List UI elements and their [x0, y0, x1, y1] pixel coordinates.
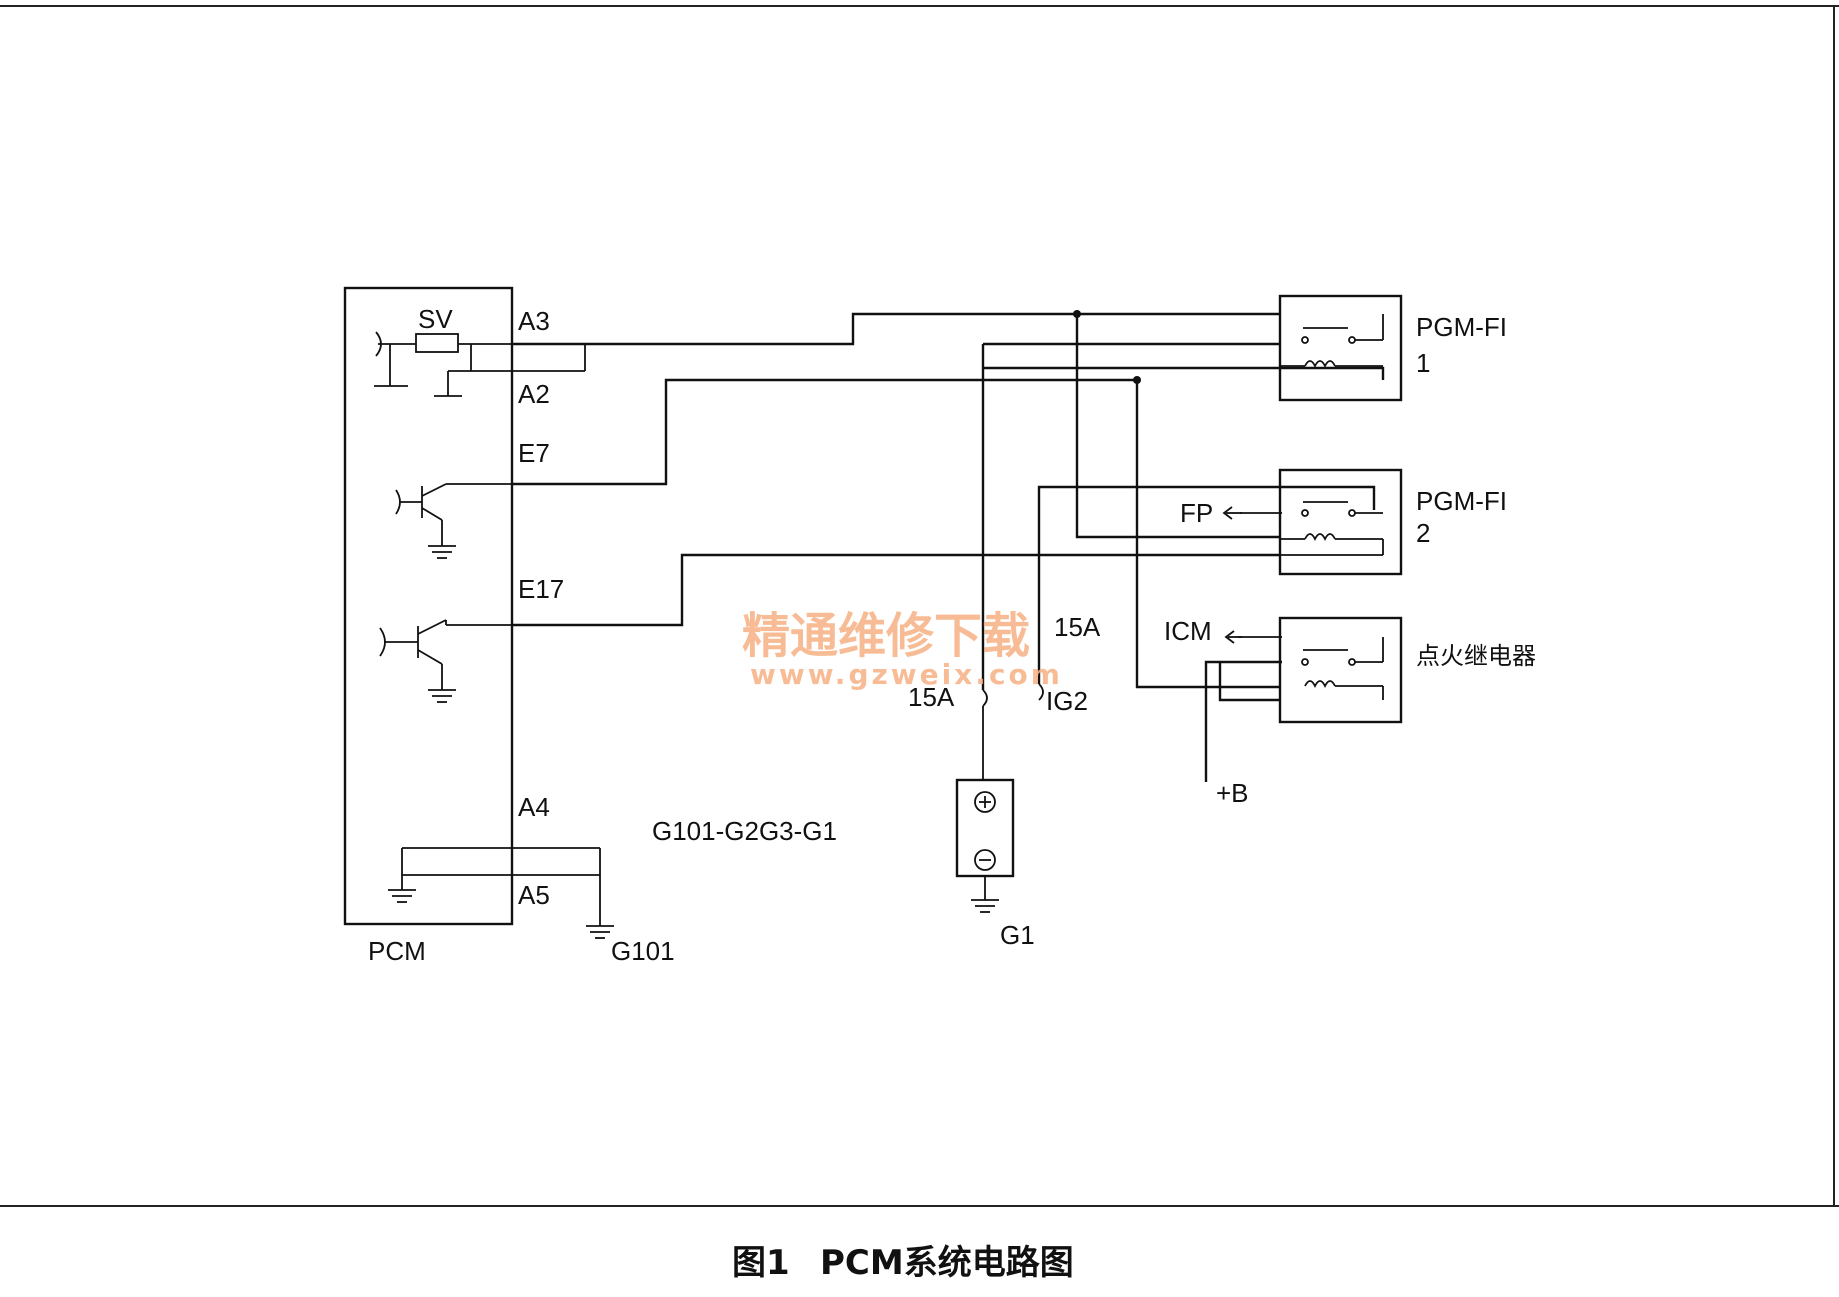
- label-icm: ICM: [1164, 616, 1212, 646]
- label-e17: E17: [518, 574, 564, 604]
- label-relay3-name: 点火继电器: [1416, 642, 1536, 670]
- label-fuse-left: 15A: [908, 682, 955, 712]
- relay-pgm-fi-2: [1278, 468, 1403, 576]
- label-a4: A4: [518, 792, 550, 822]
- fuse-15a-left: [982, 689, 988, 780]
- pcm-ground-wiring: [388, 847, 614, 939]
- junction-dots: [1073, 310, 1141, 384]
- transistor-e17: [379, 619, 512, 703]
- label-relay1-name: PGM-FI: [1416, 312, 1507, 342]
- watermark-text: 精通维修下载: [742, 608, 1030, 664]
- label-g1: G1: [1000, 920, 1035, 950]
- label-fuse-right: 15A: [1054, 612, 1101, 642]
- watermark: 精通维修下载 www.gzweix.com: [742, 608, 1063, 691]
- figure-caption: 图1 PCM系统电路图: [732, 1243, 1074, 1283]
- fp-arrow-icon: [1222, 506, 1242, 520]
- transistor-e7: [395, 483, 512, 559]
- watermark-url: www.gzweix.com: [750, 658, 1063, 691]
- page-frame: [0, 5, 1839, 1207]
- relay-ignition: [1278, 616, 1403, 724]
- pcm-module: [343, 286, 514, 926]
- label-relay1-num: 1: [1416, 348, 1430, 378]
- label-pcm: PCM: [368, 936, 426, 966]
- label-a2: A2: [518, 379, 550, 409]
- caption-title: PCM系统电路图: [820, 1243, 1074, 1283]
- label-ig2: IG2: [1046, 686, 1088, 716]
- fuse-15a-ig2: [1038, 683, 1044, 701]
- label-ground-path: G101-G2G3-G1: [652, 816, 837, 846]
- label-relay2-name: PGM-FI: [1416, 486, 1507, 516]
- label-a5: A5: [518, 880, 550, 910]
- relay-pgm-fi-1: [1278, 294, 1403, 402]
- label-relay2-num: 2: [1416, 518, 1430, 548]
- signal-wires: [512, 312, 1385, 782]
- label-fp: FP: [1180, 498, 1213, 528]
- labels: SV A3 A2 E7 E17 A4 A5 PCM G101 G101-G2G3…: [368, 304, 1536, 966]
- label-plus-b: +B: [1216, 778, 1249, 808]
- label-a3: A3: [518, 306, 550, 336]
- sv-solenoid: [374, 331, 586, 397]
- label-g101: G101: [611, 936, 675, 966]
- label-e7: E7: [518, 438, 550, 468]
- label-sv: SV: [418, 304, 453, 334]
- caption-figure: 图1: [732, 1243, 790, 1283]
- battery: [955, 778, 1015, 913]
- icm-arrow-icon: [1224, 630, 1242, 644]
